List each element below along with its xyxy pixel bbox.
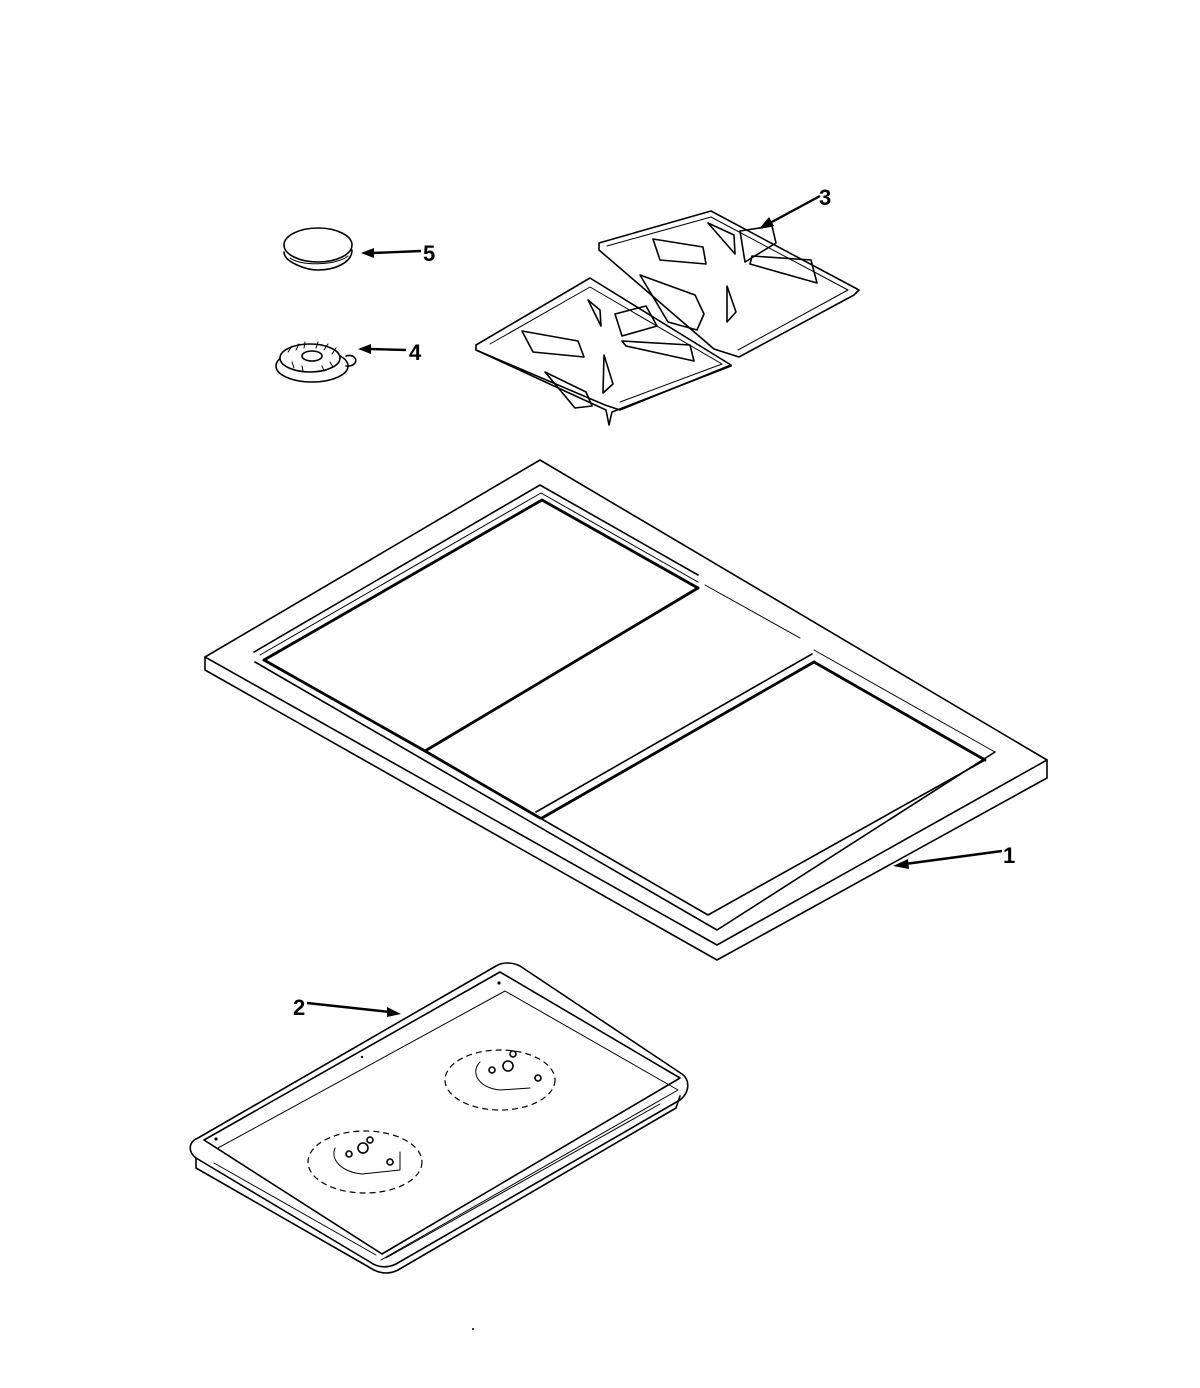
callout-1: 1 [893, 843, 1015, 869]
scan-artifact [472, 1328, 474, 1330]
callout-label-4: 4 [409, 340, 422, 365]
callout-2: 2 [293, 995, 401, 1020]
burner-head-part-4[interactable] [275, 341, 357, 383]
callout-3: 3 [759, 185, 831, 229]
cooktop-frame-part-1[interactable] [204, 459, 1048, 961]
drip-pan-part-2[interactable] [189, 962, 689, 1274]
callout-5: 5 [361, 241, 435, 266]
burner-grates-part-3[interactable] [475, 210, 860, 426]
callout-label-5: 5 [423, 241, 435, 266]
callout-label-2: 2 [293, 995, 305, 1020]
callout-4: 4 [358, 340, 422, 365]
burner-cap-part-5[interactable] [283, 227, 353, 271]
callout-label-3: 3 [819, 185, 831, 210]
callout-label-1: 1 [1003, 843, 1015, 868]
